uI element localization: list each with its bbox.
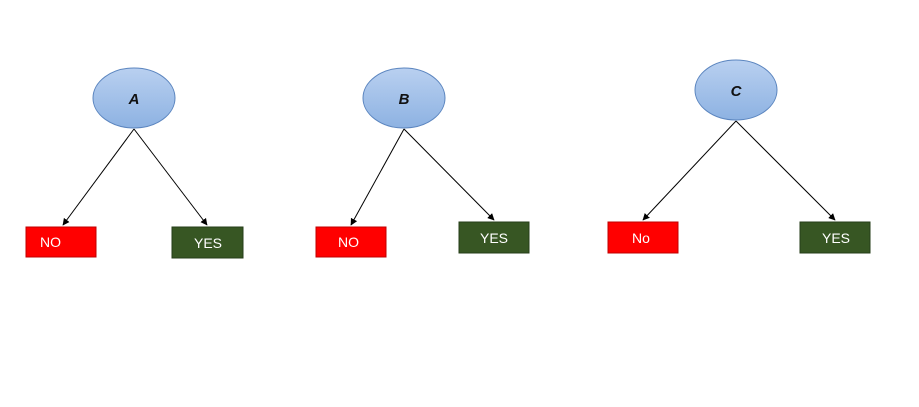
decision-node-c-label: C (731, 83, 743, 100)
decision-node-a-label: A (128, 91, 140, 108)
leaf-c-no (607, 221, 679, 254)
tree-b: B NO YES (315, 67, 530, 258)
leaf-b-yes (458, 221, 530, 254)
leaf-a-yes-label: YES (194, 235, 222, 251)
tree-a: A NO YES (25, 67, 244, 259)
edge-c-left (642, 120, 737, 221)
edge-c-right (735, 120, 836, 221)
edge-a-left (62, 128, 135, 226)
decision-node-b (362, 67, 446, 129)
tree-c: C No YES (607, 59, 871, 254)
edge-a-right (133, 128, 208, 226)
edge-b-left (350, 128, 405, 226)
leaf-a-yes (171, 226, 244, 259)
leaf-b-yes-label: YES (480, 230, 508, 246)
leaf-a-no (25, 226, 97, 258)
decision-node-b-label: B (399, 91, 410, 108)
decision-node-a (92, 67, 176, 129)
leaf-c-yes (799, 221, 871, 254)
leaf-b-no-label: NO (338, 234, 359, 250)
leaf-c-yes-label: YES (822, 230, 850, 246)
leaf-b-no (315, 226, 387, 258)
decision-node-c (694, 59, 778, 121)
leaf-a-no-label: NO (40, 234, 61, 250)
edge-b-right (403, 128, 495, 221)
leaf-c-no-label: No (632, 230, 650, 246)
